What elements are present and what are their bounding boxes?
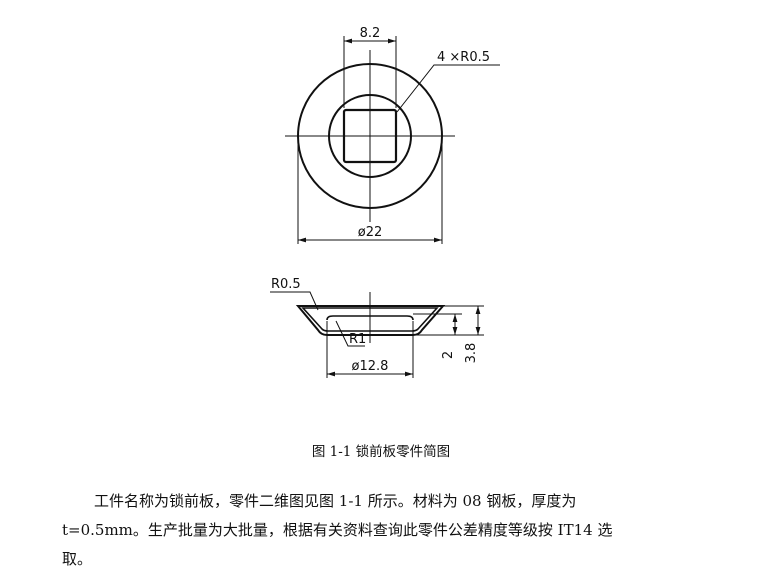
leader-r05 [270, 291, 319, 311]
figure-caption: 图 1-1 锁前板零件简图 [311, 444, 451, 460]
paragraph-line-2: t=0.5mm。生产批量为大批量，根据有关资料查询此零件公差精度等级按 IT14… [62, 521, 613, 539]
corner-radius-label: 4 ×R0.5 [437, 50, 490, 65]
inner-diameter-label: ø12.8 [352, 359, 389, 374]
square-width-label: 8.2 [360, 26, 381, 41]
leader-4xr05 [396, 64, 500, 113]
leader-r1 [335, 320, 365, 347]
flange-radius-label: R0.5 [271, 277, 301, 292]
description-paragraph: 工件名称为锁前板，零件二维图见图 1-1 所示。材料为 08 钢板，厚度为 t=… [62, 487, 722, 574]
outer-circle [297, 63, 443, 209]
section-view [270, 291, 484, 378]
section-inner-profile [301, 307, 439, 332]
total-height-label: 3.8 [464, 343, 479, 364]
square-hole [342, 108, 398, 164]
paragraph-line-3: 取。 [62, 550, 93, 568]
outer-diameter-label: ø22 [358, 225, 383, 240]
inner-circle [328, 94, 412, 178]
part-drawing: 8.2 4 ×R0.5 ø22 R0.5 R1 ø12.8 2 3.8 [270, 26, 500, 378]
depth-label: 2 [441, 351, 456, 359]
paragraph-line-1: 工件名称为锁前板，零件二维图见图 1-1 所示。材料为 08 钢板，厚度为 [94, 492, 577, 510]
inner-radius-label: R1 [349, 332, 366, 347]
top-view [285, 36, 500, 244]
